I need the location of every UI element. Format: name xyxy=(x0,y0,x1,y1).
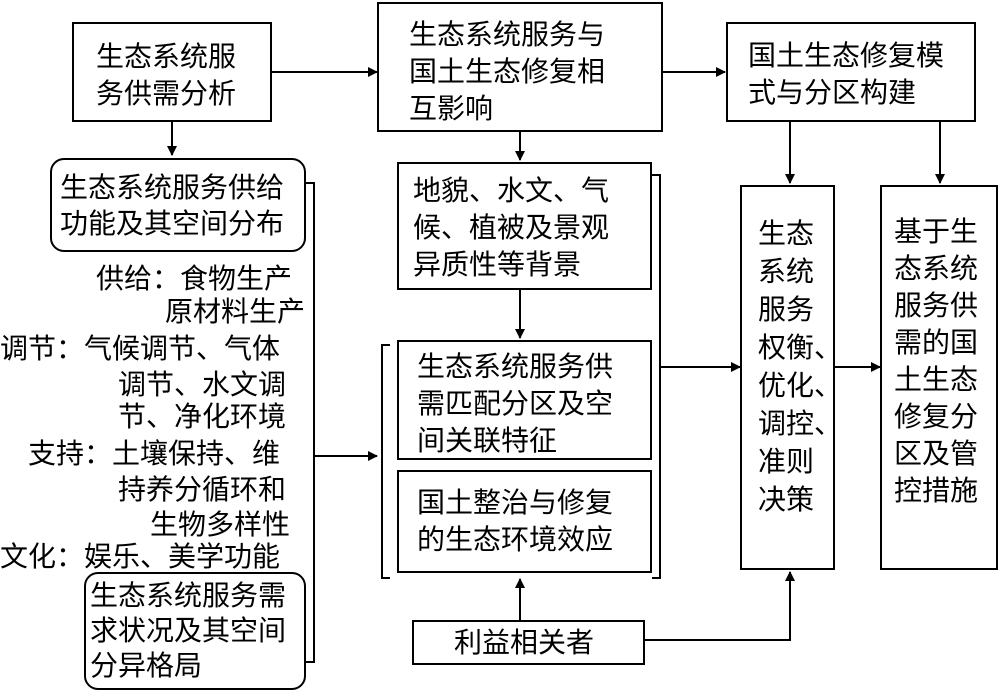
service-text: 调节：气候调节、气体 xyxy=(0,332,281,365)
box-line: 务供需分析 xyxy=(96,77,237,110)
box-line: 国土生态修复相 xyxy=(409,55,606,88)
service-text: 调节、水文调 xyxy=(118,368,287,401)
service-text: 生物多样性 xyxy=(150,508,291,541)
supply-function-box: 生态系统服务供给 功能及其空间分布 xyxy=(50,158,306,252)
matching-zoning-box: 生态系统服务供 需匹配分区及空 间关联特征 xyxy=(397,340,652,460)
service-list-line-1: 供给：食物生产 xyxy=(96,262,292,295)
box-line: 权衡、 xyxy=(758,331,843,364)
box-line: 需匹配分区及空 xyxy=(417,387,614,420)
box-line: 式与分区构建 xyxy=(748,76,917,109)
box-line: 间关联特征 xyxy=(417,424,558,457)
measures-box: 基于生 态系统 服务供 需的国 土生态 修复分 区及管 控措施 xyxy=(880,185,998,570)
box-line: 准则 xyxy=(758,445,815,478)
service-list-line-3: 调节：气候调节、气体 xyxy=(0,332,280,365)
service-text: 支持：土壤保持、维 xyxy=(28,437,281,470)
box-line: 互影响 xyxy=(409,92,494,125)
service-list-line-5: 节、净化环境 xyxy=(118,400,286,433)
demand-status-box: 生态系统服务需 求状况及其空间 分异格局 xyxy=(84,572,306,690)
box-line: 生态系统服务供给 xyxy=(60,171,285,204)
box-line: 态系统 xyxy=(894,252,979,285)
box-line: 区及管 xyxy=(894,437,979,470)
service-list-line-6: 支持：土壤保持、维 xyxy=(28,437,280,470)
box-line: 生态系统服务需 xyxy=(90,579,287,612)
box-line: 的生态环境效应 xyxy=(417,523,614,556)
box-line: 土生态 xyxy=(894,363,979,396)
box-line: 基于生 xyxy=(894,215,979,248)
service-text: 原材料生产 xyxy=(165,295,306,328)
box-line: 决策 xyxy=(758,483,815,516)
box-line: 异质性等背景 xyxy=(413,248,582,281)
box-line: 服务 xyxy=(758,293,815,326)
tradeoff-box: 生态 系统 服务 权衡、 优化、 调控、 准则 决策 xyxy=(740,185,843,570)
service-list-line-8: 生物多样性 xyxy=(150,508,290,541)
interaction-box: 生态系统服务与 国土生态修复相 互影响 xyxy=(377,2,663,132)
mode-zoning-box: 国土生态修复模 式与分区构建 xyxy=(726,22,976,122)
box-line: 国土生态修复模 xyxy=(748,39,945,72)
service-text: 节、净化环境 xyxy=(118,400,287,433)
service-list-line-2: 原材料生产 xyxy=(165,295,305,328)
service-text: 供给：食物生产 xyxy=(96,262,293,295)
service-list-line-9: 文化：娱乐、美学功能 xyxy=(0,540,280,573)
box-line: 优化、 xyxy=(758,369,843,402)
box-line: 功能及其空间分布 xyxy=(60,207,285,240)
box-line: 求状况及其空间 xyxy=(90,614,287,647)
box-line: 控措施 xyxy=(894,474,979,507)
box-line: 调控、 xyxy=(758,407,843,440)
service-list-line-7: 持养分循环和 xyxy=(118,473,286,506)
box-line: 地貌、水文、气 xyxy=(413,174,610,207)
box-line: 服务供 xyxy=(894,289,979,322)
box-line: 利益相关者 xyxy=(454,626,595,659)
box-line: 修复分 xyxy=(894,400,979,433)
service-text: 持养分循环和 xyxy=(118,473,287,506)
box-line: 国土整治与修复 xyxy=(417,486,614,519)
env-effect-box: 国土整治与修复 的生态环境效应 xyxy=(397,470,652,573)
left-brace xyxy=(306,182,315,663)
box-line: 生态系统服务与 xyxy=(409,18,606,51)
supply-demand-analysis-box: 生态系统服 务供需分析 xyxy=(72,22,272,122)
arrow-stakeholder-to-tradeoff xyxy=(645,571,795,641)
box-line: 需的国 xyxy=(894,326,979,359)
box-line: 分异格局 xyxy=(90,649,203,682)
box-line: 系统 xyxy=(758,255,815,288)
service-list-line-4: 调节、水文调 xyxy=(118,368,286,401)
service-text: 文化：娱乐、美学功能 xyxy=(0,540,281,573)
background-box: 地貌、水文、气 候、植被及景观 异质性等背景 xyxy=(397,162,652,290)
stakeholders-box: 利益相关者 xyxy=(412,620,645,665)
middle-bracket xyxy=(381,344,390,579)
box-line: 候、植被及景观 xyxy=(413,211,610,244)
middle-right-brace xyxy=(652,174,661,579)
box-line: 生态系统服务供 xyxy=(417,350,614,383)
box-line: 生态 xyxy=(758,217,815,250)
box-line: 生态系统服 xyxy=(96,40,237,73)
